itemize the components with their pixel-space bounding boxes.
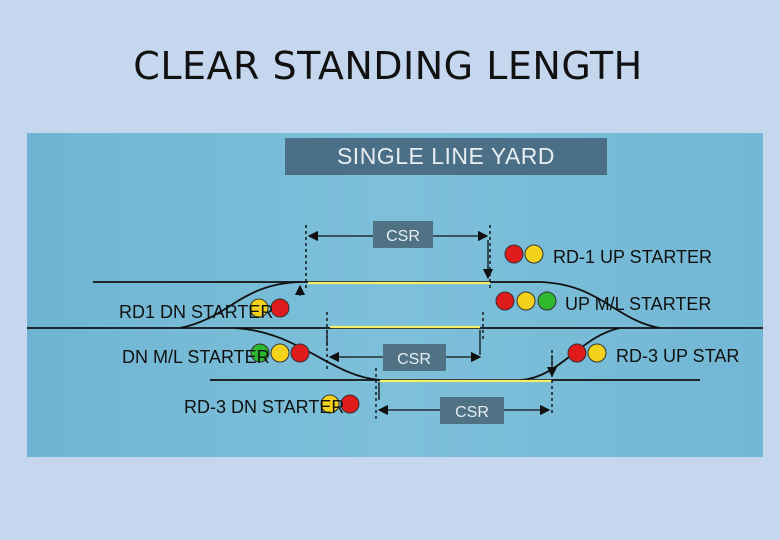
csr-box-1: CSR [373, 221, 433, 248]
track-rd3-left-turnout [234, 327, 381, 381]
signal-light-red-icon [504, 244, 524, 264]
signal-light-yellow-icon [320, 394, 340, 414]
signal-light-red-icon [290, 343, 310, 363]
signal-label: DN M/L STARTER [122, 347, 270, 367]
signal-light-yellow-icon [587, 343, 607, 363]
signal-light-green-icon [250, 343, 270, 363]
track-rd1-right-turnout [539, 281, 661, 329]
signal-dn-ml-starter: DN M/L STARTER [122, 343, 310, 367]
signal-light-red-icon [340, 394, 360, 414]
signal-light-yellow-icon [516, 291, 536, 311]
signal-rd3-up-starter: RD-3 UP STAR [567, 343, 739, 366]
signal-label: RD-3 DN STARTER [184, 397, 344, 417]
csr-box-3: CSR [440, 397, 504, 424]
signal-light-yellow-icon [270, 343, 290, 363]
signal-light-yellow-icon [249, 298, 269, 318]
signal-light-red-icon [270, 298, 290, 318]
track-rd1-left-turnout [179, 281, 301, 329]
csr-label: CSR [386, 228, 420, 245]
signal-label: UP M/L STARTER [565, 294, 711, 314]
signal-label: RD-3 UP STAR [616, 346, 739, 366]
signal-up-ml-starter: UP M/L STARTER [495, 291, 711, 314]
csr-label: CSR [397, 351, 431, 368]
signal-light-red-icon [495, 291, 515, 311]
signal-rd1-dn-starter: RD1 DN STARTER [119, 298, 290, 322]
diagram-panel [27, 133, 763, 457]
signal-light-yellow-icon [524, 244, 544, 264]
slide-title: CLEAR STANDING LENGTH [133, 44, 643, 88]
signal-rd1-up-starter: RD-1 UP STARTER [504, 244, 712, 267]
signal-rd3-dn-starter: RD-3 DN STARTER [184, 394, 360, 417]
signal-light-red-icon [567, 343, 587, 363]
yard-title: SINGLE LINE YARD [285, 138, 607, 175]
csr-box-2: CSR [383, 344, 446, 371]
csr-label: CSR [455, 404, 489, 421]
clear-standing-lines [308, 281, 552, 383]
signal-light-green-icon [537, 291, 557, 311]
signal-label: RD-1 UP STARTER [553, 247, 712, 267]
signal-label: RD1 DN STARTER [119, 302, 273, 322]
dimension-arrows [294, 230, 558, 416]
